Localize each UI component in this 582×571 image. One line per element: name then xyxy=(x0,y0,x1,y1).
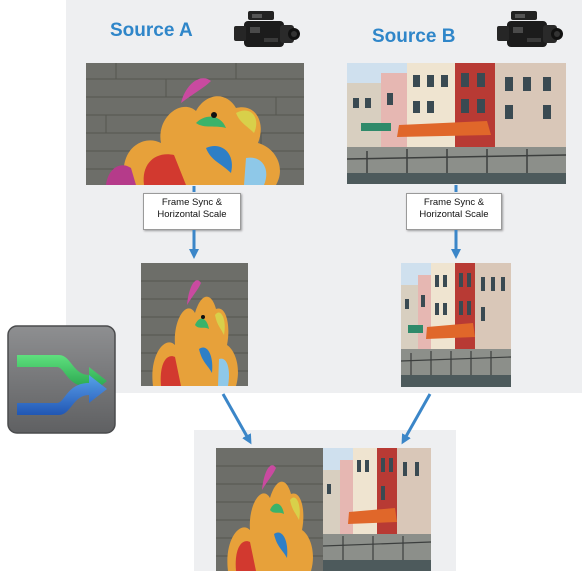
frame-sync-line1: Frame Sync & xyxy=(423,197,485,208)
source-a-image xyxy=(86,63,304,185)
transition-arrows-icon xyxy=(7,325,116,434)
combined-output-image xyxy=(216,448,431,571)
camera-icon xyxy=(232,8,302,54)
source-b-scaled-image xyxy=(401,263,511,387)
frame-sync-line1: Frame Sync & xyxy=(161,197,223,208)
frame-sync-line2: Horizontal Scale xyxy=(419,209,489,220)
source-a-title: Source A xyxy=(110,20,193,41)
source-b-image xyxy=(347,63,566,184)
source-b-title: Source B xyxy=(372,26,456,47)
frame-sync-label-b: Frame Sync & Horizontal Scale xyxy=(406,193,502,230)
source-a-scaled-image xyxy=(141,263,248,386)
camera-icon xyxy=(495,8,565,54)
frame-sync-label-a: Frame Sync & Horizontal Scale xyxy=(143,193,241,230)
frame-sync-line2: Horizontal Scale xyxy=(157,209,227,220)
